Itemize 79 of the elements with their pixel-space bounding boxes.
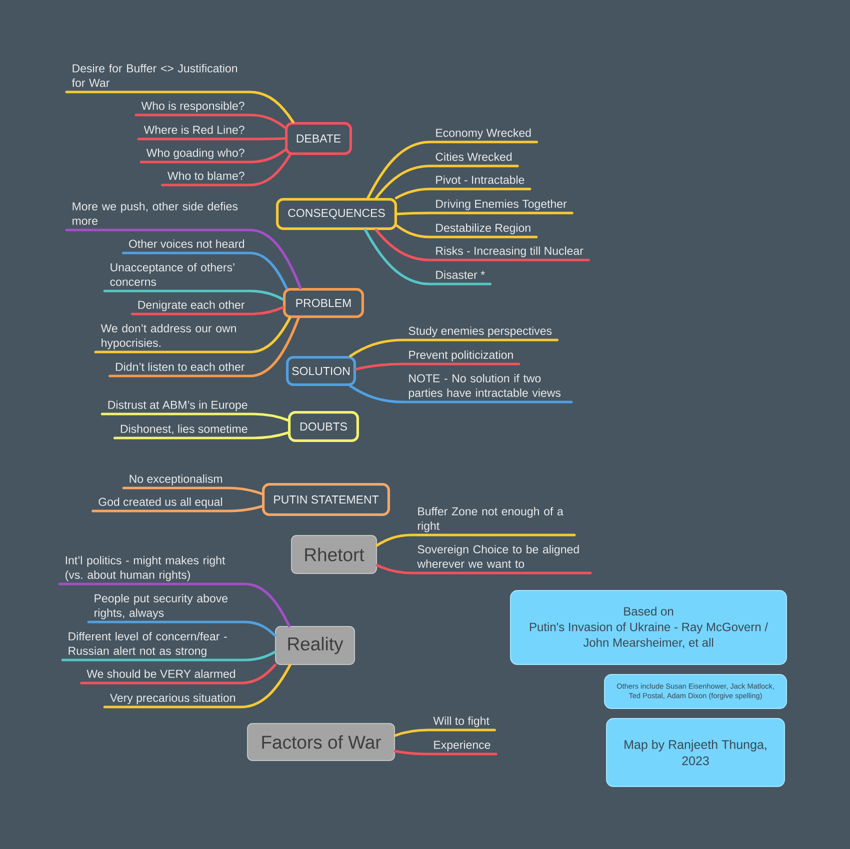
branch-line [103,664,292,708]
branch-label: No exceptionalism [130,474,222,486]
branch-line [65,228,302,290]
branch-line [349,384,573,404]
branch-line [94,316,292,354]
branch-label: Economy Wrecked [436,128,531,140]
branch-label: Who is responsible? [141,101,244,112]
branch-label: Sovereign Choice to be aligned wherever we want to [417,544,579,568]
branch-line [61,650,276,662]
branch-line [374,164,519,200]
branch-label: Will to fight [433,716,490,728]
branch-line [160,154,292,186]
branch-line [100,412,290,422]
branch-line [396,212,574,216]
topic-box: Reality [275,626,355,665]
branch-label: Where is Red Line? [144,125,244,134]
branch-line [364,228,492,286]
branch-line [92,504,264,512]
branch-label: We don’t address our own hypocrisies. [100,324,236,350]
branch-line [65,90,294,124]
topic-box: PUTIN STATEMENT [262,483,390,516]
branch-label: More we push, other side defies more [72,202,238,225]
branch-label: Didn’t listen to each other [116,362,245,371]
branch-label: Destabilize Region [436,223,530,234]
branch-line [122,252,288,290]
topic-box: CONSEQUENCES [276,198,397,230]
branch-line [58,582,290,628]
branch-label: Buffer Zone not enough of a right [418,506,564,532]
branch-line [80,664,276,684]
topic-box: DEBATE [285,122,352,155]
branch-line [137,137,286,140]
branch-line [113,431,290,440]
branch-label: Desire for Buffer <> Justification for War [72,64,237,87]
branch-line [366,140,538,200]
topic-box: SOLUTION [286,356,356,386]
topic-box: Rhetort [291,535,377,574]
topic-box: PROBLEM [283,288,364,318]
branch-line [103,290,284,301]
branch-line [374,228,590,262]
branch-label: Disaster * [436,270,485,279]
branch-label: Int’l politics - might makes right (vs. about human rights) [66,556,226,582]
branch-line [122,486,264,496]
branch-label: Dishonest, lies sometime [120,424,248,434]
branch-label: Different level of concern/fear - Russian alert not as strong [68,632,227,658]
branch-line [140,148,286,164]
branch-label: Study enemies perspectives [408,326,552,338]
branch-line [87,620,276,637]
branch-line [376,534,576,547]
branch-label: Unacceptance of others’ concerns [110,262,234,286]
branch-line [394,188,532,200]
branch-line [349,338,559,358]
branch-label: People put security above rights, always [94,594,228,620]
branch-label: We should be VERY alarmed [86,669,236,678]
branch-label: Other voices not heard [129,239,244,248]
branch-label: Distrust at ABM’s in Europe [108,400,248,412]
branch-line [134,114,286,129]
branch-label: Experience [434,740,490,752]
branch-line [394,728,496,737]
branch-label: NOTE - No solution if two parties have intractable views [408,374,561,400]
branch-line [394,750,498,756]
branch-label: Driving Enemies Together [436,199,567,210]
note-box: Map by Ranjeeth Thunga, 2023 [606,718,785,787]
note-box: Based on Putin's Invasion of Ukraine - Ray McGovern / John Mearsheimer, et all [510,590,787,665]
branch-label: Prevent politicization [409,350,513,362]
branch-label: Denigrate each other [138,300,245,312]
branch-label: Cities Wrecked [436,152,512,161]
branch-line [108,316,300,378]
branch-line [130,306,284,316]
branch-label: Who goading who? [146,148,244,160]
branch-label: Pivot - Intractable [436,175,524,184]
topic-box: Factors of War [247,723,395,761]
topic-box: DOUBTS [288,411,359,442]
branch-label: Risks - Increasing till Nuclear [436,246,584,258]
branch-line [354,362,520,370]
branch-label: Very precarious situation [110,693,236,704]
branch-label: God created us all equal [98,497,222,508]
branch-line [376,564,592,574]
branch-label: Who to blame? [168,171,244,180]
branch-line [396,224,538,238]
